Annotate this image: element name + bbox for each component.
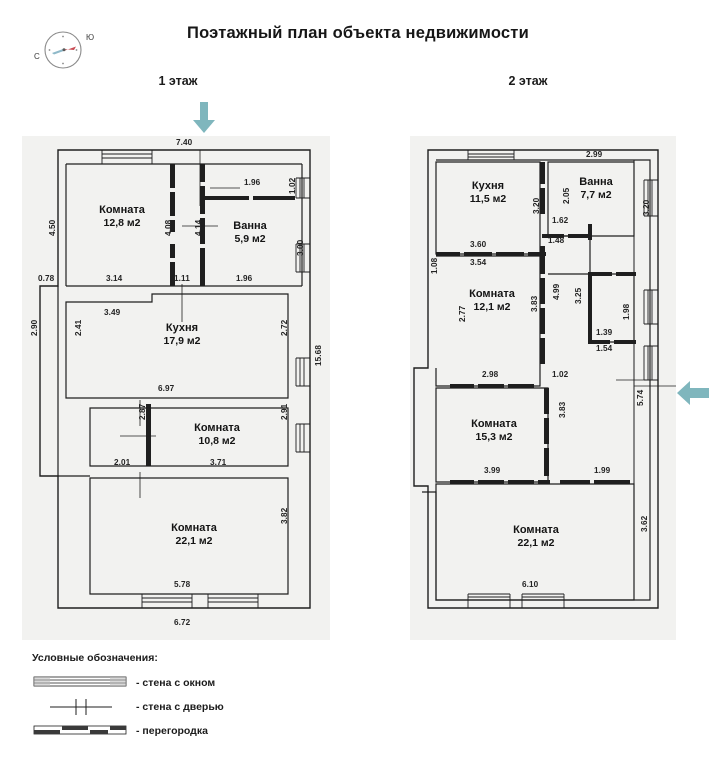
- dimension: 1.02: [288, 177, 297, 194]
- dimension: 4.50: [48, 219, 57, 236]
- dimension: 1.54: [596, 344, 613, 353]
- floor-2-caption: 2 этаж: [508, 74, 548, 88]
- dimension: 2.91: [280, 403, 289, 420]
- dimension: 7.40: [176, 138, 193, 147]
- floor-1-caption: 1 этаж: [158, 74, 198, 88]
- dimension: 1.11: [174, 274, 190, 283]
- dimension: 1.98: [622, 303, 631, 320]
- dimension: 2.77: [458, 305, 467, 322]
- dimension: 3.83: [558, 401, 567, 418]
- floor-2-entry-arrow-left: [676, 380, 710, 411]
- legend: Условные обозначения: - стена с окном: [32, 652, 332, 743]
- wall-with-door-icon: [32, 698, 128, 716]
- dimension: 3.49: [104, 308, 121, 317]
- dimension: 3.82: [280, 507, 289, 524]
- dimension: 3.14: [106, 274, 123, 283]
- dimension: 15.68: [314, 345, 323, 366]
- dimension: 3.83: [530, 295, 539, 312]
- dimension: 4.14: [194, 219, 203, 236]
- dimension: 1.96: [244, 178, 261, 187]
- dimension: 1.39: [596, 328, 613, 337]
- dimension: 3.54: [470, 258, 487, 267]
- compass-label-north: С: [34, 52, 40, 61]
- dimension: 2.98: [482, 370, 499, 379]
- dimension: 3.20: [532, 197, 541, 214]
- dimension: 3.20: [642, 199, 651, 216]
- dimension: 3.99: [484, 466, 501, 475]
- floor-2-walls: [413, 149, 676, 609]
- dimension: 0.78: [38, 274, 55, 283]
- dimension: 1.48: [548, 236, 565, 245]
- floor-1-plan: Комната 12,8 м2 Ванна 5,9 м2 Кухня 17,9 …: [22, 136, 330, 640]
- dimension: 3.71: [210, 458, 227, 467]
- dimension: 2.72: [280, 319, 289, 336]
- dimension: 2.90: [30, 319, 39, 336]
- dimension: 4.99: [552, 283, 561, 300]
- dimension: 2.05: [562, 187, 571, 204]
- dimension: 3.62: [640, 515, 649, 532]
- dimension: 3.25: [574, 287, 583, 304]
- legend-title: Условные обозначения:: [32, 652, 158, 664]
- dimension: 5.74: [636, 389, 645, 406]
- dimension: 1.62: [552, 216, 569, 225]
- dimension: 1.02: [552, 370, 569, 379]
- floor-1-walls: [39, 149, 311, 609]
- wall-with-window-icon: [32, 674, 128, 692]
- dimension: 3.60: [470, 240, 487, 249]
- compass-label-south: Ю: [86, 33, 95, 42]
- legend-label: - стена с окном: [136, 677, 216, 689]
- dimension: 1.99: [594, 466, 611, 475]
- legend-item-wall-with-door: - стена с дверью: [32, 695, 332, 719]
- page-title: Поэтажный план объекта недвижимости: [187, 24, 529, 42]
- floor-1-entry-arrow-down: [192, 102, 216, 139]
- dimension: 1.08: [430, 257, 439, 274]
- dimension: 6.72: [174, 618, 191, 627]
- compass-rose: С Ю: [32, 24, 106, 76]
- dimension: 1.96: [236, 274, 253, 283]
- floor-2-plan: Кухня 11,5 м2 Ванна 7,7 м2 Комната 12,1 …: [410, 136, 676, 640]
- dimension: 5.78: [174, 580, 191, 589]
- dimension: 2.99: [586, 150, 603, 159]
- dimension: 4.08: [164, 219, 173, 236]
- dimension: 6.97: [158, 384, 175, 393]
- legend-label: - стена с дверью: [136, 701, 224, 713]
- legend-label: - перегородка: [136, 725, 208, 737]
- dimension: 6.10: [522, 580, 539, 589]
- dimension: 3.00: [296, 239, 305, 256]
- dimension: 2.41: [74, 319, 83, 336]
- partition-icon: [32, 722, 128, 740]
- legend-item-partition: - перегородка: [32, 719, 332, 743]
- dimension: 2.87: [138, 403, 147, 420]
- legend-item-wall-with-window: - стена с окном: [32, 671, 332, 695]
- dimension: 2.01: [114, 458, 131, 467]
